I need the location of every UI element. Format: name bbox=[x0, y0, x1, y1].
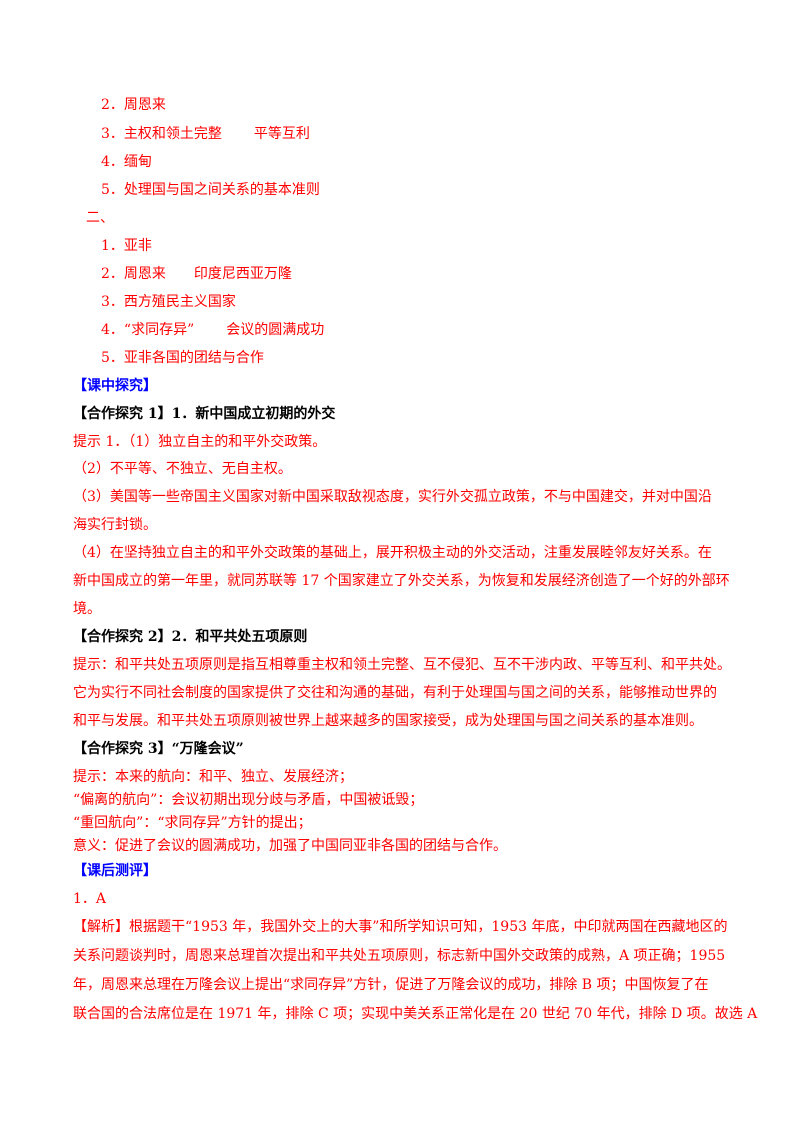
explore-3-line-1: 提示：本来的航向：和平、独立、发展经济； bbox=[73, 769, 353, 785]
analysis-line-4: 联合国的合法席位是在 1971 年，排除 C 项；实现中美关系正常化是在 20 … bbox=[73, 1006, 758, 1022]
list-item-5: 5．处理国与国之间关系的基本准则 bbox=[101, 182, 320, 198]
explore-1-line-1: 提示 1．（1）独立自主的和平外交政策。 bbox=[73, 434, 327, 450]
explore-1-line-4: 海实行封锁。 bbox=[73, 517, 157, 533]
section-2-heading: 二、 bbox=[86, 210, 114, 226]
list-item-3: 3．主权和领土完整 平等互利 bbox=[101, 125, 310, 143]
in-class-heading: 【课中探究】 bbox=[73, 378, 157, 394]
analysis-line-2: 关系问题谈判时，周恩来总理首次提出和平共处五项原则，标志新中国外交政策的成熟，A… bbox=[73, 948, 726, 964]
section-2-item-2-part-b: 印度尼西亚万隆 bbox=[193, 266, 292, 282]
analysis-line-1: 【解析】根据题干“1953 年，我国外交上的大事”和所学知识可知，1953 年底… bbox=[73, 919, 728, 935]
explore-3-line-3: “重回航向”：“求同存异”方针的提出； bbox=[73, 815, 312, 831]
explore-1-line-6: 新中国成立的第一年里，就同苏联等 17 个国家建立了外交关系，为恢复和发展经济创… bbox=[73, 573, 730, 589]
section-2-item-4-part-a: 4．“求同存异” bbox=[101, 322, 195, 338]
explore-1-title: 【合作探究 1】1．新中国成立初期的外交 bbox=[73, 406, 336, 422]
explore-2-line-1: 提示：和平共处五项原则是指互相尊重主权和领土完整、互不侵犯、互不干涉内政、平等互… bbox=[73, 657, 731, 673]
section-2-item-5: 5．亚非各国的团结与合作 bbox=[101, 350, 264, 366]
explore-1-line-2: （2）不平等、不独立、无自主权。 bbox=[73, 461, 292, 477]
explore-2-line-2: 它为实行不同社会制度的国家提供了交往和沟通的基础，有利于处理国与国之间的关系，能… bbox=[73, 685, 717, 701]
explore-1-line-3: （3）美国等一些帝国主义国家对新中国采取敌视态度，实行外交孤立政策，不与中国建交… bbox=[73, 489, 712, 505]
list-item-3-part-b: 平等互利 bbox=[253, 126, 310, 142]
analysis-line-3: 年，周恩来总理在万隆会议上提出“求同存异”方针，促进了万隆会议的成功，排除 B … bbox=[73, 977, 709, 993]
list-item-2: 2．周恩来 bbox=[101, 97, 166, 113]
list-item-3-part-a: 3．主权和领土完整 bbox=[101, 126, 222, 142]
section-2-item-1: 1．亚非 bbox=[101, 238, 152, 254]
section-2-item-3: 3．西方殖民主义国家 bbox=[101, 294, 236, 310]
section-2-item-2: 2．周恩来 印度尼西亚万隆 bbox=[101, 265, 292, 283]
explore-2-title: 【合作探究 2】2．和平共处五项原则 bbox=[73, 629, 308, 645]
explore-3-title: 【合作探究 3】“万隆会议” bbox=[73, 741, 244, 757]
explore-3-line-4: 意义：促进了会议的圆满成功，加强了中国同亚非各国的团结与合作。 bbox=[73, 838, 507, 854]
explore-3-line-2: “偏离的航向”：会议初期出现分歧与矛盾，中国被诋毁； bbox=[73, 792, 424, 808]
explore-1-line-5: （4）在坚持独立自主的和平外交政策的基础上，展开积极主动的外交活动，注重发展睦邻… bbox=[73, 545, 712, 561]
after-class-heading: 【课后测评】 bbox=[73, 863, 157, 879]
section-2-item-4: 4．“求同存异” 会议的圆满成功 bbox=[101, 321, 324, 339]
explore-1-line-7: 境。 bbox=[73, 601, 101, 617]
list-item-4: 4．缅甸 bbox=[101, 154, 152, 170]
answer-1: 1．A bbox=[73, 891, 107, 907]
section-2-item-2-part-a: 2．周恩来 bbox=[101, 266, 166, 282]
section-2-item-4-part-b: 会议的圆满成功 bbox=[226, 322, 325, 338]
explore-2-line-3: 和平与发展。和平共处五项原则被世界上越来越多的国家接受，成为处理国与国之间关系的… bbox=[73, 713, 703, 729]
